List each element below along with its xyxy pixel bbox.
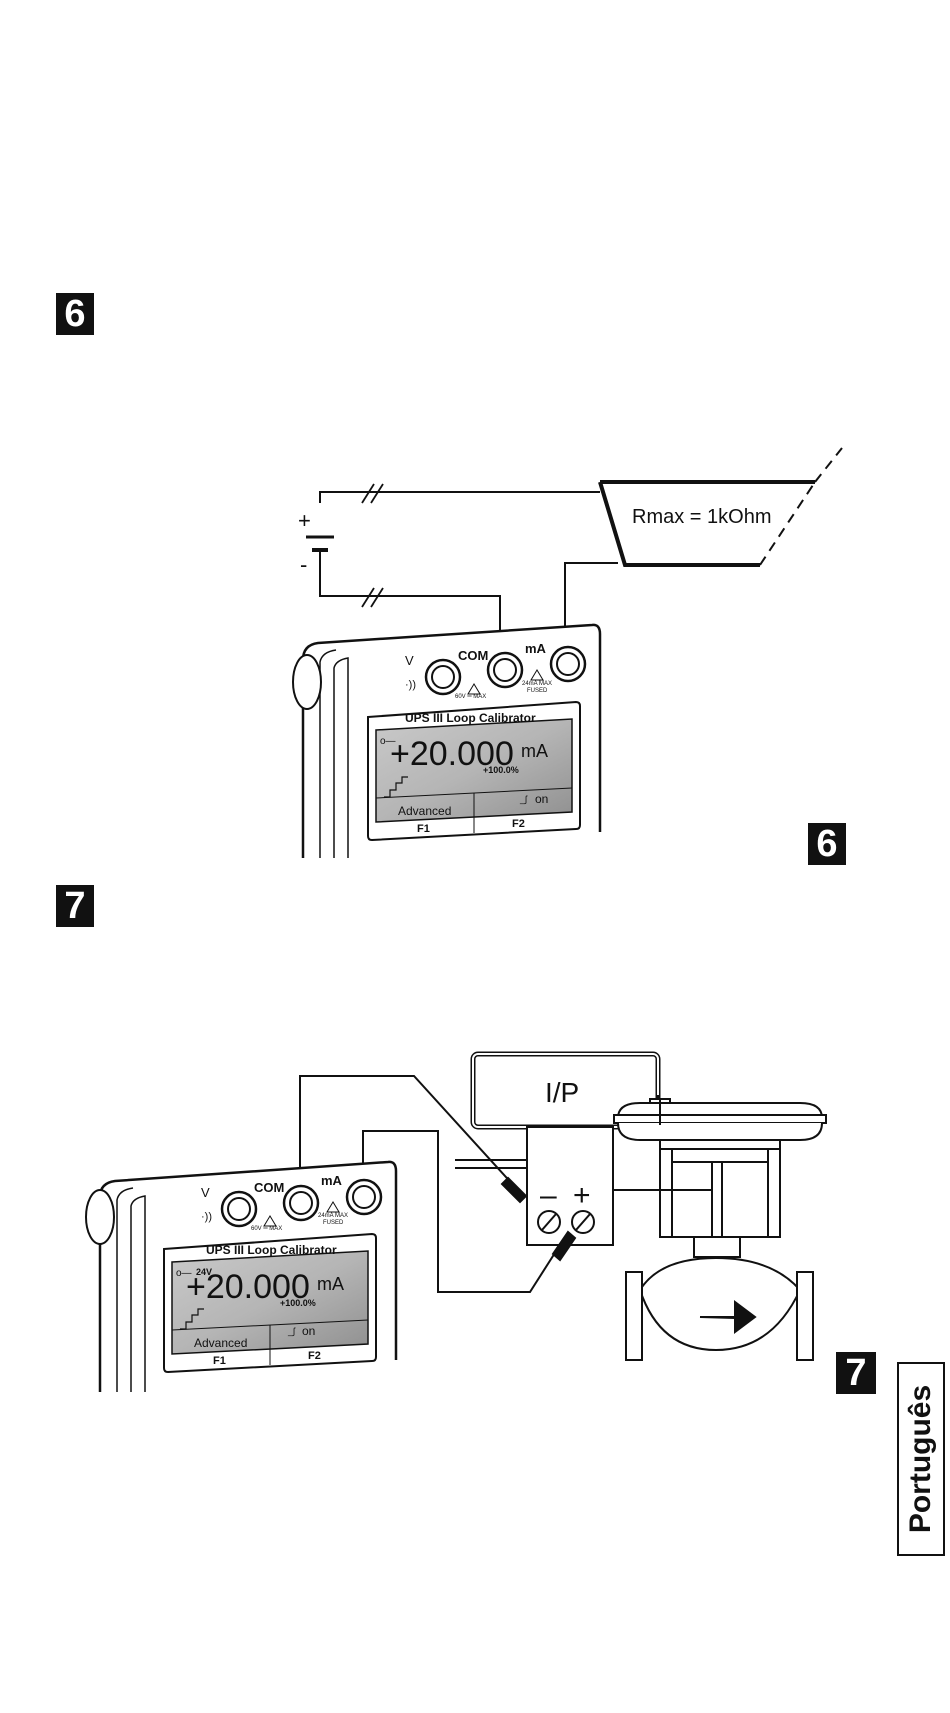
f1-softkey-label[interactable]: Advanced: [194, 1336, 247, 1350]
model-label: UPS III Loop Calibrator: [206, 1243, 337, 1257]
beep-icon: ·)): [201, 1211, 212, 1223]
reading-unit: mA: [317, 1274, 344, 1294]
rating-ma-label: 24mA MAX: [318, 1213, 348, 1219]
terminal-plus-label: +: [573, 1179, 591, 1212]
control-valve: [614, 1099, 826, 1360]
rating-v-label: 60V ═ MAX: [251, 1226, 282, 1232]
percent-value: +100.0%: [280, 1298, 316, 1308]
f1-key[interactable]: F1: [213, 1355, 226, 1367]
fused-label: FUSED: [323, 1220, 344, 1226]
f2-key[interactable]: F2: [308, 1350, 321, 1362]
terminal-minus-label: –: [540, 1179, 557, 1212]
calibrator-display-7: UPS III Loop Calibrator o— 24V +20.000 m…: [164, 1234, 376, 1372]
calibrator-device-7: V ·)) COM mA 60V ═ MAX 24mA MAX FUSED UP…: [86, 1162, 396, 1392]
jack-com-label: COM: [254, 1180, 284, 1195]
ramp-icon: _ʃ: [287, 1326, 296, 1336]
jack-ma-label: mA: [321, 1173, 343, 1188]
ip-converter-label: I/P: [545, 1077, 579, 1108]
jack-v-label: V: [201, 1185, 210, 1200]
f2-softkey-label[interactable]: on: [302, 1324, 315, 1338]
